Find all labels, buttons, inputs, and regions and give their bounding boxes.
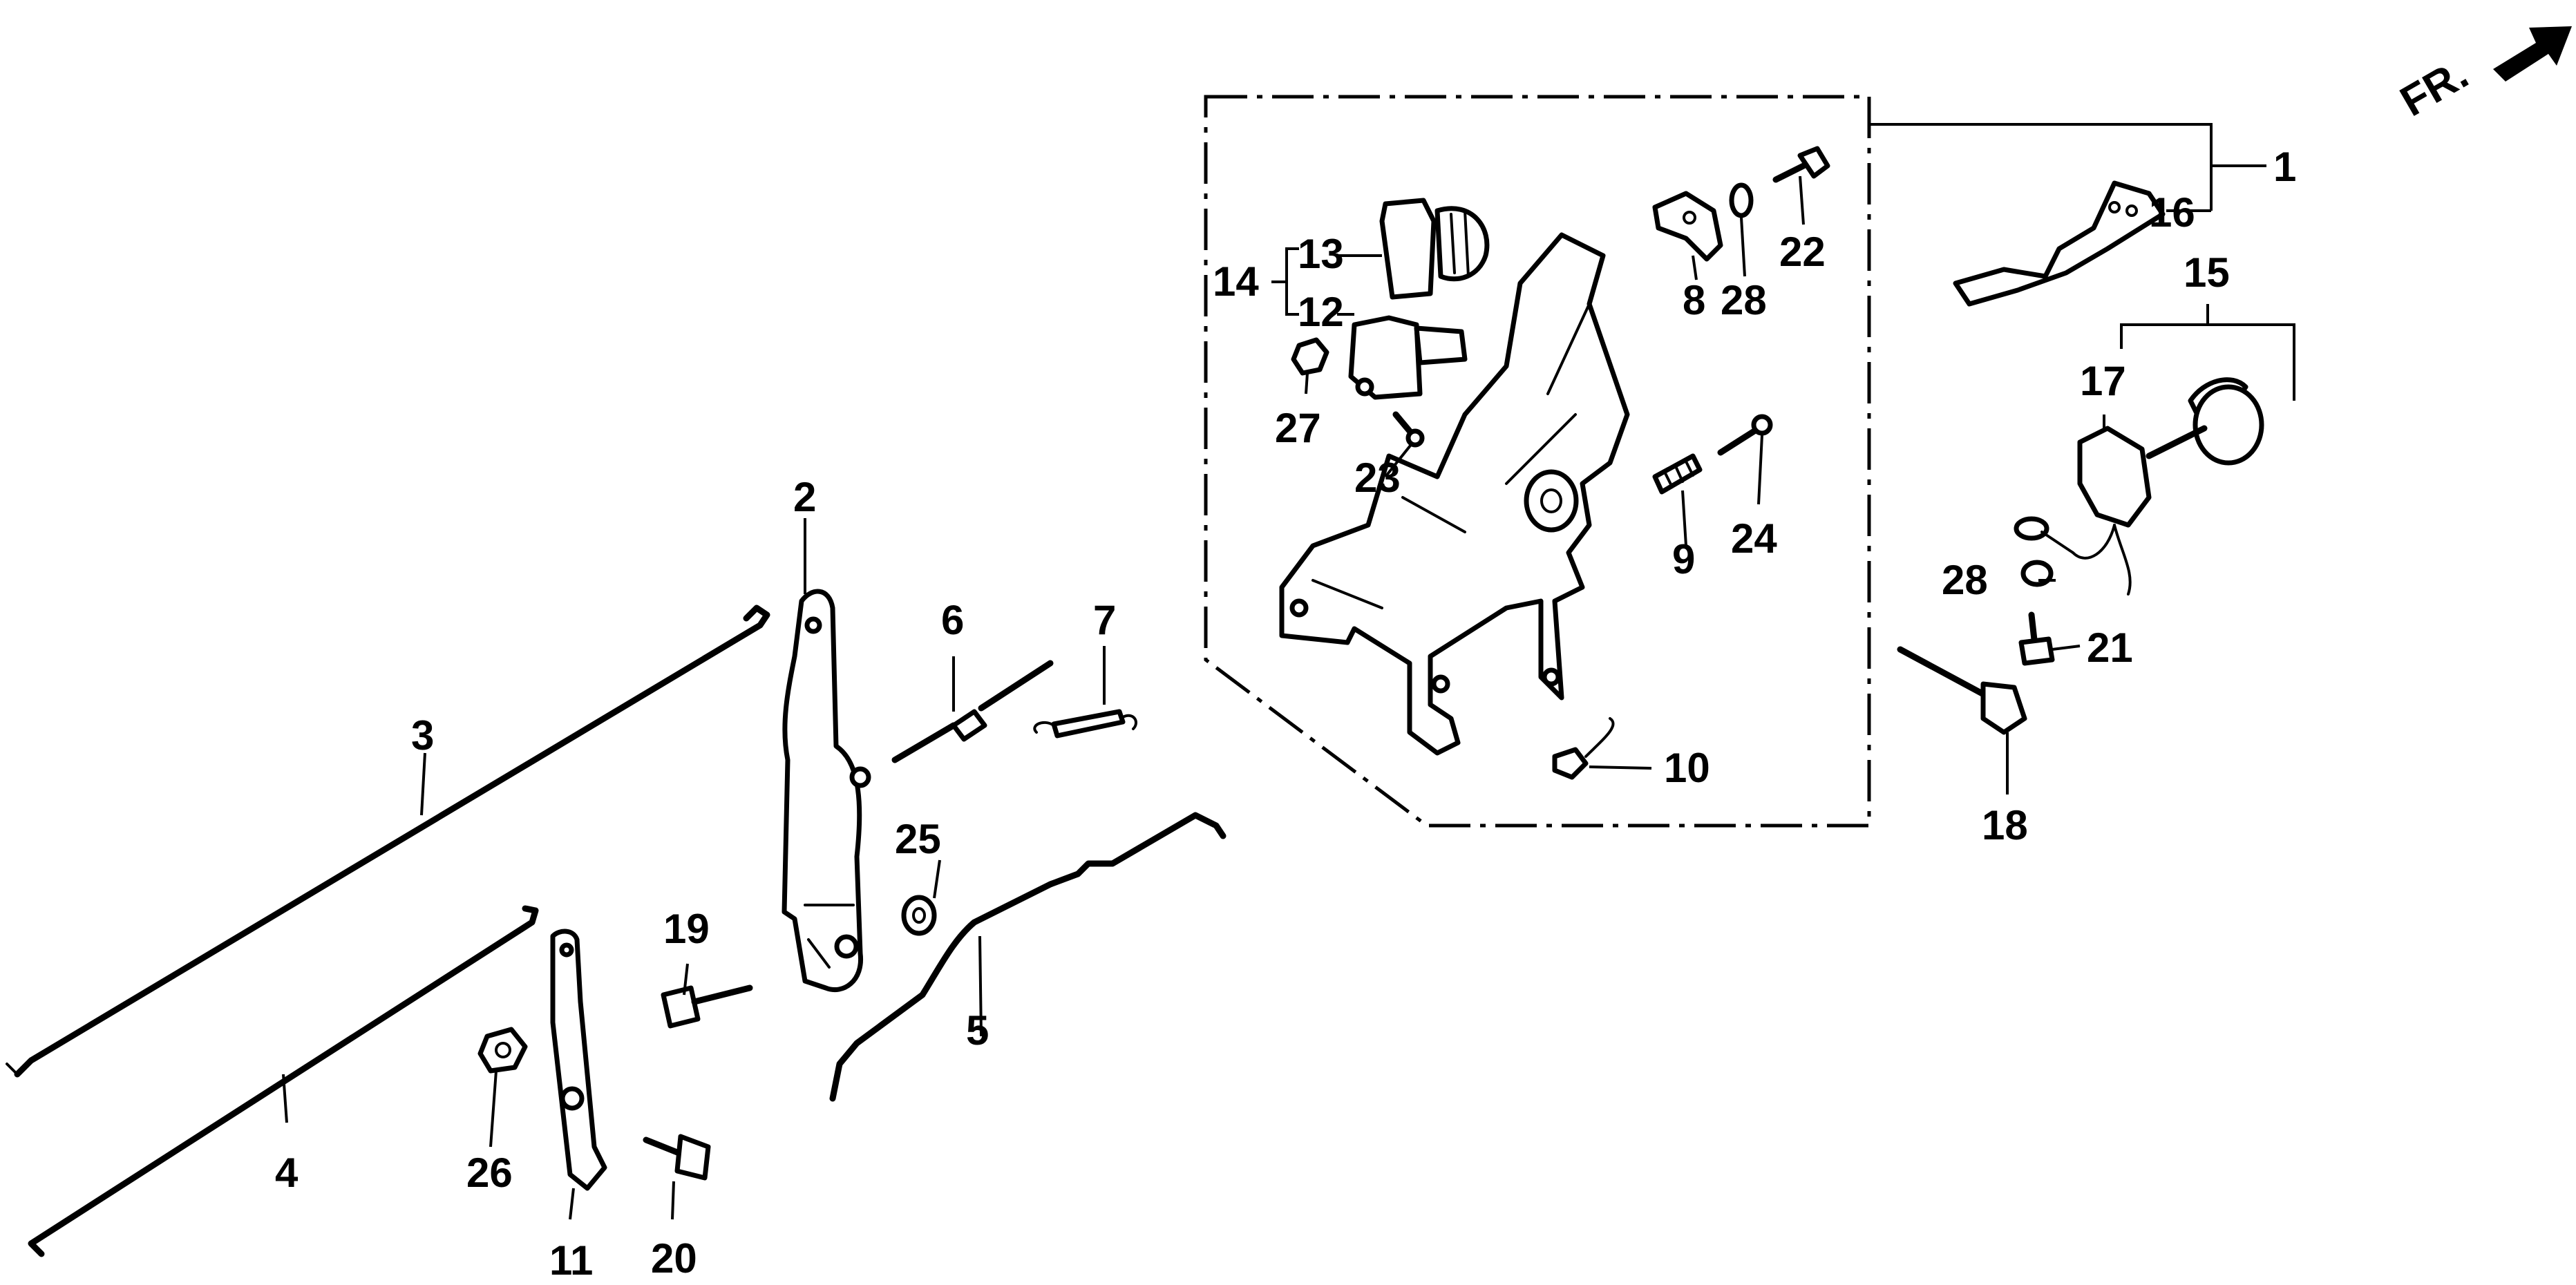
callout-28-top: 28 [1721, 277, 1767, 323]
callout-17: 17 [2080, 358, 2126, 404]
spring-9 [1652, 453, 1703, 495]
callout-5: 5 [966, 1007, 989, 1054]
callout-1: 1 [2273, 144, 2296, 190]
knob-assembly-15 [2146, 377, 2264, 466]
callout-19: 19 [663, 906, 710, 952]
bolt-24 [1717, 414, 1773, 456]
callout-20: 20 [651, 1235, 697, 1282]
collar-25 [901, 895, 937, 936]
bracket-1 [1869, 123, 2266, 212]
front-direction-marker: FR. [2393, 26, 2572, 126]
bracket-8 [1652, 191, 1723, 262]
callout-18: 18 [1982, 802, 2028, 848]
part-13 [1379, 198, 1490, 300]
part-12 [1348, 315, 1468, 400]
bracket-15 [2120, 304, 2295, 401]
callout-21: 21 [2087, 625, 2133, 671]
wire-5 [829, 812, 1227, 1102]
control-base [1279, 232, 1630, 756]
callout-12: 12 [1298, 289, 1344, 335]
callout-27: 27 [1275, 405, 1321, 451]
callout-23: 23 [1354, 455, 1401, 501]
callout-10: 10 [1664, 745, 1710, 791]
nut-27 [1291, 337, 1329, 376]
callout-6: 6 [941, 597, 964, 643]
callout-15: 15 [2184, 249, 2230, 296]
callout-8: 8 [1683, 277, 1705, 323]
callout-24: 24 [1731, 515, 1777, 562]
switch-17 [2014, 426, 2152, 596]
callout-2: 2 [793, 474, 816, 520]
callout-3: 3 [411, 712, 434, 759]
callout-9: 9 [1672, 536, 1695, 582]
callout-28-right: 28 [1942, 557, 1988, 603]
bolt-20 [643, 1134, 711, 1181]
callout-labels: 1 2 3 4 5 6 7 8 9 10 11 12 13 14 15 16 1… [275, 144, 2296, 1284]
front-arrow-icon [2493, 26, 2572, 82]
spring-7 [1033, 709, 1137, 739]
callout-4: 4 [275, 1150, 299, 1196]
callout-14: 14 [1213, 258, 1259, 305]
callout-26: 26 [466, 1150, 513, 1196]
plate-16 [1953, 180, 2166, 307]
bolt-22 [1772, 146, 1830, 183]
front-label: FR. [2393, 50, 2476, 126]
spring-6 [891, 660, 1054, 763]
washer-28-top [1729, 182, 1754, 218]
rod-4 [28, 905, 539, 1257]
callout-22: 22 [1779, 229, 1826, 275]
bracket-14 [1271, 247, 1299, 316]
callout-13: 13 [1298, 231, 1344, 277]
callout-16: 16 [2149, 189, 2195, 236]
callout-25: 25 [895, 816, 941, 862]
callout-11: 11 [549, 1237, 593, 1284]
bolt-21 [2018, 611, 2055, 666]
leader-lines [282, 175, 2105, 1220]
lever-arm-2 [782, 589, 871, 993]
clip-10 [1552, 717, 1615, 780]
bolt-19 [661, 984, 753, 1029]
screw-23 [1392, 411, 1425, 448]
bolt-18 [1897, 646, 2027, 735]
nut-26 [477, 1027, 528, 1074]
assembly-boundary [1204, 95, 1871, 828]
rod-3 [6, 605, 770, 1078]
callout-7: 7 [1093, 597, 1116, 643]
lever-11 [550, 929, 607, 1191]
